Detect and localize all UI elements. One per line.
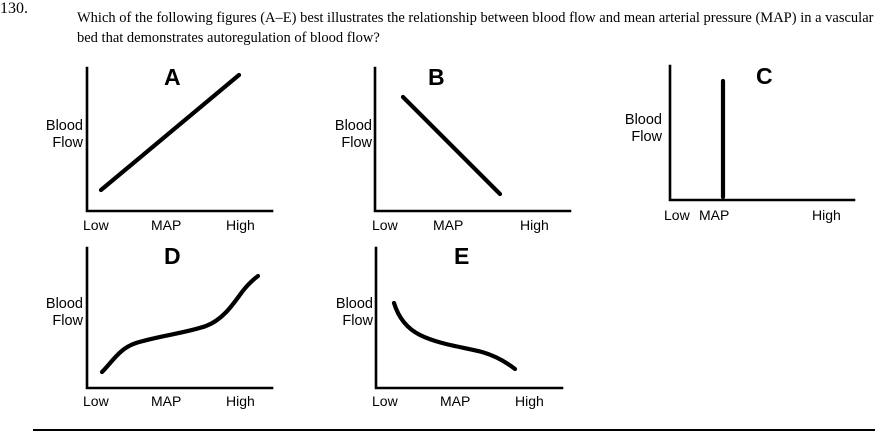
- figure-c-letter: C: [756, 63, 773, 89]
- figure-d-series-line: [99, 273, 261, 375]
- y-axis-label-line1: Blood: [334, 118, 372, 134]
- figure-d-tick-map: MAP: [151, 393, 182, 409]
- figure-b-series-line: [400, 94, 503, 197]
- figure-c-tick-map: MAP: [699, 207, 730, 223]
- figure-b-letter: B: [428, 64, 445, 90]
- question-text: Which of the following figures (A–E) bes…: [77, 10, 874, 46]
- figure-d-letter: D: [164, 243, 181, 269]
- figure-e-plot: [374, 246, 564, 390]
- figure-b-axes: [373, 66, 572, 213]
- y-axis-label-line2: Flow: [342, 313, 373, 329]
- figure-c[interactable]: Blood Flow C Low MAP High: [608, 62, 878, 227]
- figure-e-letter: E: [454, 243, 470, 269]
- figure-a-series-line: [98, 72, 242, 193]
- question-number: 130.: [0, 0, 28, 17]
- figure-c-tick-low: Low: [664, 207, 690, 223]
- figure-a-letter: A: [164, 64, 181, 90]
- figure-d-y-axis-label: Blood Flow: [26, 296, 83, 330]
- figure-a-axes: [85, 66, 274, 213]
- figure-a-tick-low: Low: [83, 217, 109, 233]
- y-axis-label-line2: Flow: [52, 313, 83, 329]
- y-axis-label-line1: Blood: [335, 296, 373, 312]
- figure-a-plot: [85, 66, 274, 213]
- figure-a-tick-high: High: [226, 217, 255, 233]
- figure-e[interactable]: Blood Flow E Low MAP High: [316, 240, 576, 410]
- figure-b-y-axis-label: Blood Flow: [315, 118, 372, 152]
- figure-c-y-axis-label: Blood Flow: [608, 112, 662, 146]
- figure-b[interactable]: Blood Flow B Low MAP High: [315, 62, 580, 233]
- y-axis-label-line2: Flow: [52, 135, 83, 151]
- figure-a-tick-map: MAP: [151, 217, 182, 233]
- figure-e-series-line: [391, 300, 518, 372]
- y-axis-label-line1: Blood: [45, 118, 83, 134]
- figure-d[interactable]: Blood Flow D Low MAP High: [26, 240, 286, 410]
- figure-b-tick-map: MAP: [433, 217, 464, 233]
- y-axis-label-line2: Flow: [341, 135, 372, 151]
- figure-c-tick-high: High: [812, 207, 841, 223]
- figure-d-tick-high: High: [226, 393, 255, 409]
- y-axis-label-line2: Flow: [631, 129, 662, 145]
- question-block: 130. Which of the following figures (A–E…: [0, 0, 896, 56]
- y-axis-label-line1: Blood: [624, 112, 662, 128]
- figure-c-plot: [668, 64, 856, 202]
- figure-e-tick-map: MAP: [440, 393, 471, 409]
- y-axis-label-line1: Blood: [45, 296, 83, 312]
- figure-e-tick-high: High: [515, 393, 544, 409]
- figure-e-tick-low: Low: [372, 393, 398, 409]
- figure-b-tick-high: High: [520, 217, 549, 233]
- figure-c-axes: [668, 64, 856, 202]
- figure-a[interactable]: Blood Flow A Low MAP High: [26, 62, 286, 233]
- figure-d-axes: [85, 246, 274, 390]
- figure-b-plot: [373, 66, 572, 213]
- figure-e-axes: [374, 246, 564, 390]
- figure-b-tick-low: Low: [372, 217, 398, 233]
- footer-divider: [33, 429, 875, 431]
- figure-a-y-axis-label: Blood Flow: [26, 118, 83, 152]
- figure-d-tick-low: Low: [83, 393, 109, 409]
- figure-d-plot: [85, 246, 274, 390]
- figure-e-y-axis-label: Blood Flow: [316, 296, 373, 330]
